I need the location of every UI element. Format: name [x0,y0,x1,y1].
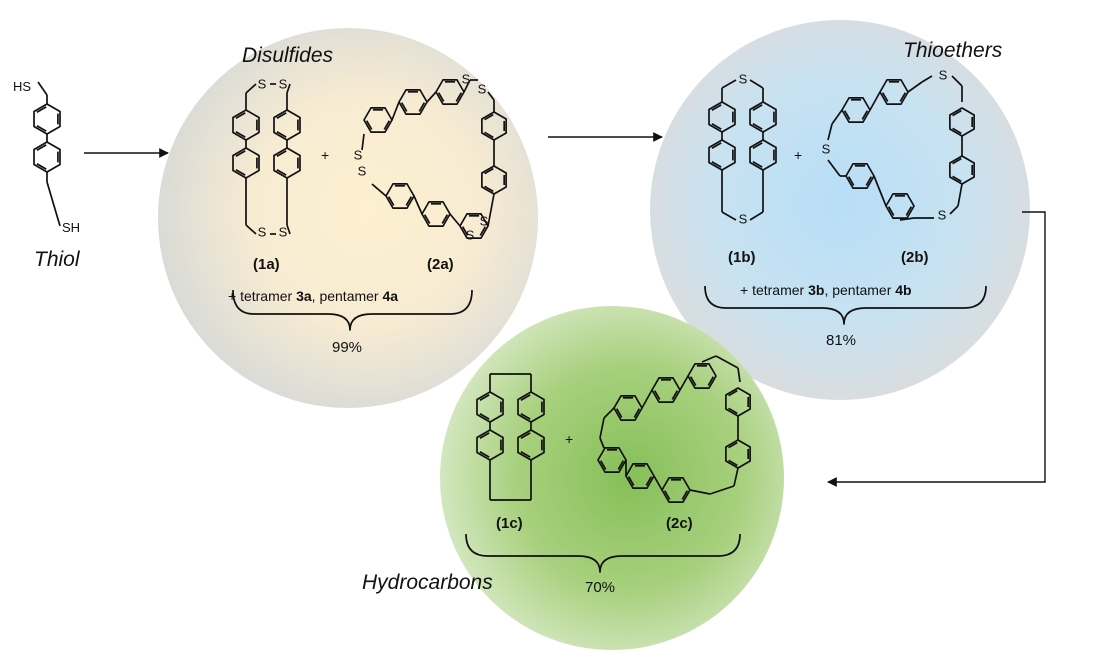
hydrocarbons-title: Hydrocarbons [362,571,493,594]
hydrocarbon-dimer-1c-structure [476,373,545,501]
disulfides-plus: + [321,147,329,163]
sulfur-atom-label: S [462,71,471,86]
thiol-sh-label: SH [62,220,80,235]
thioethers-brace [704,285,987,325]
disulfide-dimer-1a-structure [232,83,301,235]
sulfur-atom-label: S [466,227,475,242]
disulfides-oligomer-note: + tetramer 3a, pentamer 4a [228,288,398,304]
compound-1c-label: (1c) [496,515,523,532]
compound-2b-label: (2b) [901,249,929,266]
hydrocarbons-circle [440,306,784,650]
sulfur-atom-label: S [258,76,267,91]
compound-2c-label: (2c) [666,515,693,532]
thioethers-yield: 81% [826,332,856,349]
hydrocarbons-plus: + [565,431,573,447]
sulfur-atom-label: S [354,147,363,162]
sulfur-atom-label: S [822,141,831,156]
disulfides-yield: 99% [332,339,362,356]
disulfides-title: Disulfides [242,44,334,67]
sulfur-atom-label: S [739,71,748,86]
compound-2a-label: (2a) [427,256,454,273]
sulfur-atom-label: S [939,67,948,82]
sulfur-atom-label: S [258,224,267,239]
thioethers-circle [650,20,1030,400]
sulfur-atom-label: S [480,213,489,228]
thioether-trimer-2b-structure [827,75,975,221]
thiol-title: Thiol [34,248,81,271]
thioethers-plus: + [794,147,802,163]
compound-1a-label: (1a) [253,256,280,273]
sulfur-atom-label: S [739,211,748,226]
sulfur-atom-label: S [358,163,367,178]
thioethers-title: Thioethers [903,39,1003,62]
thioethers-oligomer-note: + tetramer 3b, pentamer 4b [740,282,912,298]
thiol-structure [33,81,61,227]
sulfur-atom-label: S [478,81,487,96]
disulfides-brace [232,289,473,331]
compound-1b-label: (1b) [728,249,756,266]
arrow-thioethers-to-hydrocarbons [827,211,1046,487]
sulfur-atom-label: S [938,207,947,222]
hydrocarbon-trimer-2c-structure [597,355,751,503]
sulfur-atom-label: S [279,224,288,239]
disulfide-trimer-2a-structure [361,79,507,239]
thiol-hs-label: HS [13,79,31,94]
sulfur-atom-label: S [279,76,288,91]
disulfides-circle [158,28,538,408]
hydrocarbons-brace [465,533,741,573]
thioether-dimer-1b-structure [708,79,777,221]
hydrocarbons-yield: 70% [585,579,615,596]
